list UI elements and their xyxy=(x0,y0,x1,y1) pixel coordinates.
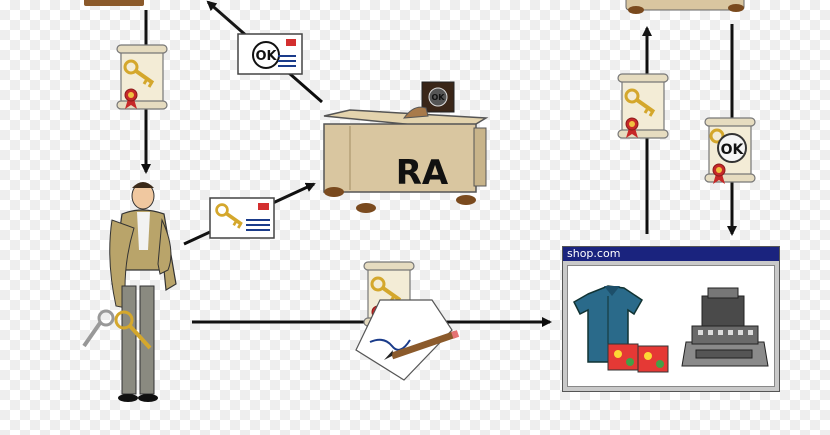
pedestal-top-right xyxy=(625,0,745,14)
ok-envelope: OK xyxy=(237,33,303,75)
key-envelope xyxy=(209,197,275,239)
certificate-scroll-right xyxy=(617,73,669,139)
ok-badge-text-stamp: OK xyxy=(432,93,446,102)
ra-label: RA xyxy=(396,153,449,193)
shop-window-title: shop.com xyxy=(563,247,779,261)
ok-badge-text-envelope: OK xyxy=(255,49,277,64)
certificate-scroll-ok: OK xyxy=(704,117,756,185)
signed-paper xyxy=(355,299,460,381)
pedestal-top-left xyxy=(84,0,144,6)
cash-register-icon xyxy=(681,287,769,367)
person-user xyxy=(82,182,177,402)
ra-desk: OK RA xyxy=(323,81,489,213)
shirt-icon xyxy=(573,285,643,363)
gift-boxes-icon xyxy=(607,343,669,373)
certificate-scroll-left xyxy=(116,44,168,110)
shop-products xyxy=(573,285,769,373)
shop-window-content xyxy=(567,265,775,387)
ok-badge-text-scroll: OK xyxy=(721,142,745,158)
shop-browser-window: shop.com xyxy=(562,246,780,392)
pencil-icon xyxy=(384,330,460,360)
